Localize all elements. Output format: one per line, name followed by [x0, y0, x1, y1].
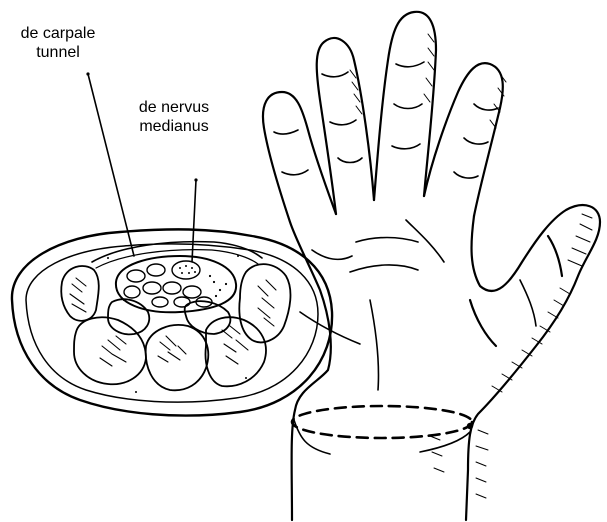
bone-shading [70, 278, 276, 366]
wrist-cross-section [12, 229, 332, 415]
median-nerve-label: de nervus medianus [120, 98, 228, 136]
carpal-tunnel-label: de carpale tunnel [14, 24, 102, 62]
carpal-tunnel-label-line-2: tunnel [14, 43, 102, 62]
median-nerve-label-line-2: medianus [120, 117, 228, 136]
median-nerve [172, 261, 200, 279]
carpal-tunnel [116, 256, 236, 312]
carpal-tunnel-label-line-1: de carpale [14, 24, 102, 43]
median-nerve-label-line-1: de nervus [120, 98, 228, 117]
wrist-section-marker [292, 406, 473, 454]
